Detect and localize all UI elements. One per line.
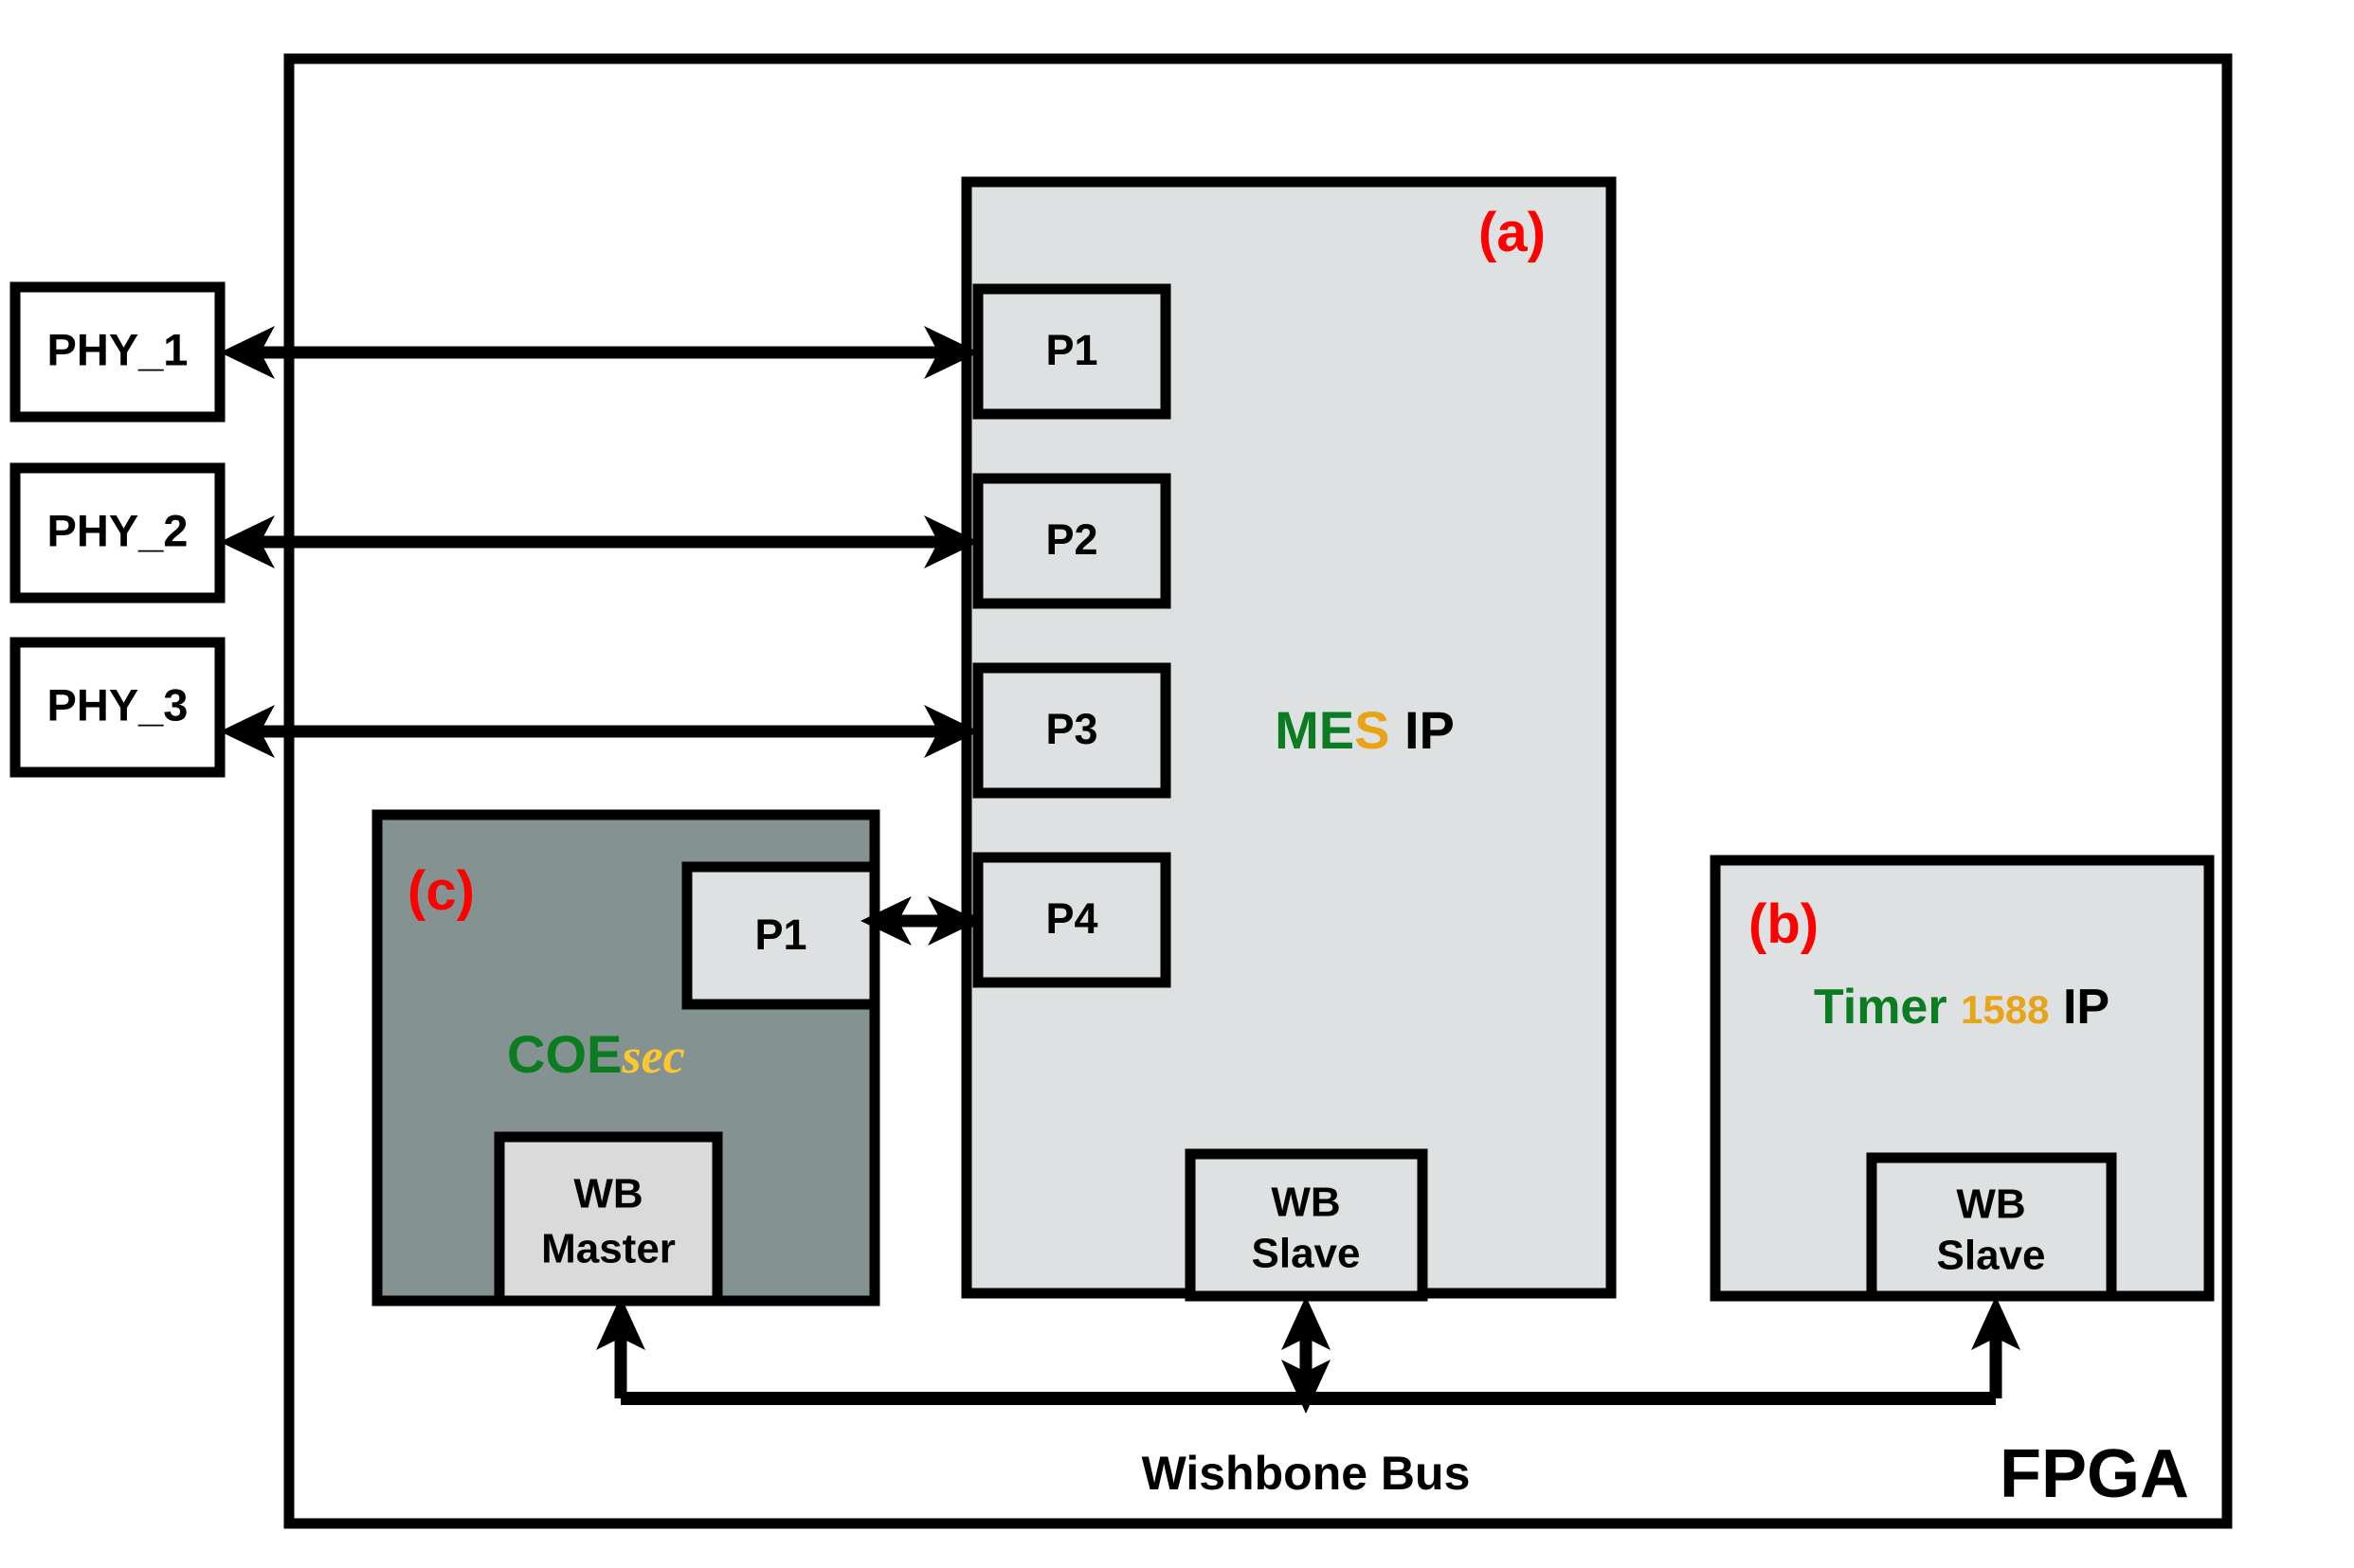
- mes-wb-slave-box[interactable]: [1185, 1148, 1428, 1302]
- link-phy1-to-p1: [220, 326, 979, 379]
- coesec-wb-master-box[interactable]: [494, 1131, 723, 1307]
- phy-box-1[interactable]: [9, 281, 226, 423]
- timer-wb-slave-line2: Slave: [1937, 1233, 2046, 1279]
- wishbone-bus-label: Wishbone Bus: [1142, 1447, 1471, 1500]
- timer-ip-name-prefix: Timer: [1814, 980, 1947, 1035]
- mes-port-label-p1: P1: [1045, 326, 1097, 374]
- mes-port-label-p3: P3: [1045, 705, 1097, 753]
- link-phy3-to-p3: [220, 705, 979, 758]
- wishbone-bus: [596, 1296, 2020, 1414]
- link-coesec-p1-to-mes-p4: [860, 896, 979, 946]
- coesec-name: COEsec: [507, 1024, 685, 1084]
- mes-port-box-p1[interactable]: [972, 283, 1171, 420]
- mes-port-box-p3[interactable]: [972, 662, 1171, 799]
- phy-box-3[interactable]: [9, 637, 226, 778]
- marker-a: (a): [1478, 202, 1546, 263]
- mes-port-label-p2: P2: [1045, 515, 1097, 564]
- timer-wb-slave-line1: WB: [1956, 1181, 2025, 1228]
- phy-label-2: PHY_2: [47, 505, 189, 555]
- phy-label-1: PHY_1: [47, 324, 189, 374]
- phy-label-3: PHY_3: [47, 679, 189, 730]
- timer-ip-name: Timer 1588 IP: [1814, 980, 2110, 1035]
- mes-port-box-p2[interactable]: [972, 473, 1171, 609]
- mes-ip-name-suffix: IP: [1389, 700, 1454, 760]
- mes-wb-slave-line2: Slave: [1252, 1231, 1361, 1277]
- mes-ip-name-accent: S: [1354, 700, 1389, 760]
- marker-b: (b): [1748, 893, 1819, 955]
- mes-port-label-p4: P4: [1045, 894, 1097, 943]
- link-phy2-to-p2: [220, 515, 979, 568]
- coesec-wb-master-line1: WB: [573, 1171, 643, 1217]
- mes-port-box-p4[interactable]: [972, 852, 1171, 988]
- timer-wb-slave-box[interactable]: [1866, 1152, 2117, 1302]
- coesec-name-accent: sec: [621, 1030, 684, 1084]
- mes-ip-name: MES IP: [1275, 700, 1455, 760]
- mes-ip-name-prefix: ME: [1275, 700, 1354, 760]
- fpga-boundary: [283, 53, 2233, 1529]
- phy-box-2[interactable]: [9, 462, 226, 604]
- coesec-port-label-p1: P1: [754, 910, 806, 959]
- coesec-port-box-p1[interactable]: [681, 861, 880, 1010]
- fpga-label: FPGA: [2000, 1436, 2189, 1512]
- marker-c: (c): [407, 860, 475, 922]
- coesec-name-prefix: COE: [507, 1024, 622, 1084]
- timer-ip-name-suffix: IP: [2063, 980, 2110, 1035]
- timer-ip-name-accent: 1588: [1961, 987, 2049, 1032]
- mes-wb-slave-line1: WB: [1271, 1180, 1340, 1226]
- coesec-wb-master-line2: Master: [541, 1226, 676, 1272]
